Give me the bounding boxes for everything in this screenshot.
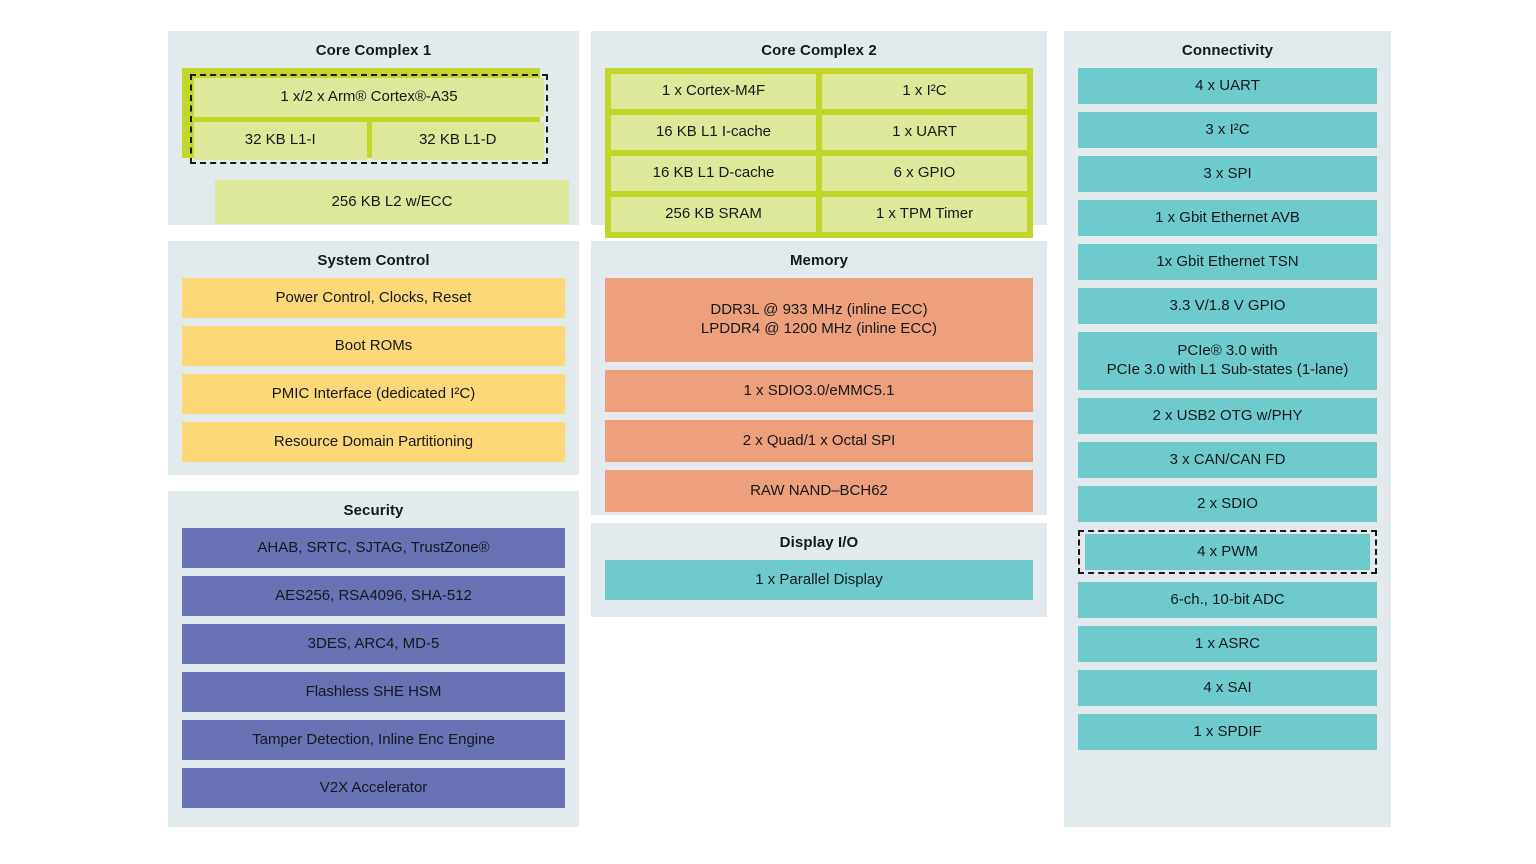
connectivity-list: 4 x UART 3 x I²C 3 x SPI 1 x Gbit Ethern… <box>1064 68 1391 763</box>
block-aes256-rsa4096-sha512[interactable]: AES256, RSA4096, SHA-512 <box>182 576 565 616</box>
core-complex-2-green-frame: 1 x Cortex-M4F 16 KB L1 I-cache 16 KB L1… <box>605 68 1033 238</box>
panel-display-io: Display I/O 1 x Parallel Display <box>591 523 1047 617</box>
cpu-cluster-group: 1 x/2 x Arm® Cortex®-A35 32 KB L1-I 32 K… <box>182 68 565 166</box>
block-sdio[interactable]: 2 x SDIO <box>1078 486 1377 522</box>
security-list: AHAB, SRTC, SJTAG, TrustZone® AES256, RS… <box>168 528 579 821</box>
block-resource-domain-partitioning[interactable]: Resource Domain Partitioning <box>182 422 565 462</box>
block-boot-roms[interactable]: Boot ROMs <box>182 326 565 366</box>
block-power-control-clocks-reset[interactable]: Power Control, Clocks, Reset <box>182 278 565 318</box>
panel-security: Security AHAB, SRTC, SJTAG, TrustZone® A… <box>168 491 579 827</box>
memory-list: DDR3L @ 933 MHz (inline ECC) LPDDR4 @ 12… <box>591 278 1047 525</box>
block-pwm[interactable]: 4 x PWM <box>1085 534 1370 570</box>
block-asrc[interactable]: 1 x ASRC <box>1078 626 1377 662</box>
panel-title-connectivity: Connectivity <box>1181 42 1274 59</box>
block-tamper-detection-inline-enc-engine[interactable]: Tamper Detection, Inline Enc Engine <box>182 720 565 760</box>
cpu-cluster-dashed-highlight <box>190 74 548 164</box>
block-quad-octal-spi[interactable]: 2 x Quad/1 x Octal SPI <box>605 420 1033 462</box>
display-io-list: 1 x Parallel Display <box>591 560 1047 613</box>
block-raw-nand[interactable]: RAW NAND–BCH62 <box>605 470 1033 512</box>
panel-body-core-complex-2: 1 x Cortex-M4F 16 KB L1 I-cache 16 KB L1… <box>591 68 1047 251</box>
block-gbit-ethernet-tsn[interactable]: 1x Gbit Ethernet TSN <box>1078 244 1377 280</box>
pwm-dashed-highlight: 4 x PWM <box>1078 530 1377 574</box>
panel-title-system-control: System Control <box>317 252 430 269</box>
block-flashless-she-hsm[interactable]: Flashless SHE HSM <box>182 672 565 712</box>
core-complex-2-left-column: 1 x Cortex-M4F 16 KB L1 I-cache 16 KB L1… <box>611 74 816 232</box>
block-uart[interactable]: 4 x UART <box>1078 68 1377 104</box>
block-l1-instruction-cache[interactable]: 32 KB L1-I <box>194 121 367 160</box>
block-gbit-ethernet-avb[interactable]: 1 x Gbit Ethernet AVB <box>1078 200 1377 236</box>
block-i2c[interactable]: 3 x I²C <box>1078 112 1377 148</box>
panel-connectivity: Connectivity 4 x UART 3 x I²C 3 x SPI 1 … <box>1064 31 1391 827</box>
block-gpio-voltage[interactable]: 3.3 V/1.8 V GPIO <box>1078 288 1377 324</box>
block-ddr-memory[interactable]: DDR3L @ 933 MHz (inline ECC) LPDDR4 @ 12… <box>605 278 1033 362</box>
block-m4-l1-icache[interactable]: 16 KB L1 I-cache <box>611 115 816 150</box>
panel-core-complex-1: Core Complex 1 1 x/2 x Arm® Cortex®-A35 … <box>168 31 579 225</box>
block-v2x-accelerator[interactable]: V2X Accelerator <box>182 768 565 808</box>
panel-core-complex-2: Core Complex 2 1 x Cortex-M4F 16 KB L1 I… <box>591 31 1047 238</box>
block-m4-sram[interactable]: 256 KB SRAM <box>611 197 816 232</box>
block-can-canfd[interactable]: 3 x CAN/CAN FD <box>1078 442 1377 478</box>
block-pmic-interface[interactable]: PMIC Interface (dedicated I²C) <box>182 374 565 414</box>
block-m4-gpio[interactable]: 6 x GPIO <box>822 156 1027 191</box>
block-usb2-otg[interactable]: 2 x USB2 OTG w/PHY <box>1078 398 1377 434</box>
block-m4-tpm-timer[interactable]: 1 x TPM Timer <box>822 197 1027 232</box>
block-ahab-srtc-sjtag-trustzone[interactable]: AHAB, SRTC, SJTAG, TrustZone® <box>182 528 565 568</box>
panel-title-core-complex-2: Core Complex 2 <box>761 42 877 59</box>
block-cortex-a35[interactable]: 1 x/2 x Arm® Cortex®-A35 <box>194 78 544 117</box>
block-m4-l1-dcache[interactable]: 16 KB L1 D-cache <box>611 156 816 191</box>
l1-cache-row: 32 KB L1-I 32 KB L1-D <box>194 121 544 160</box>
block-m4-uart[interactable]: 1 x UART <box>822 115 1027 150</box>
block-l2-cache[interactable]: 256 KB L2 w/ECC <box>215 180 569 224</box>
panel-body-core-complex-1: 1 x/2 x Arm® Cortex®-A35 32 KB L1-I 32 K… <box>168 68 579 237</box>
block-3des-arc4-md5[interactable]: 3DES, ARC4, MD-5 <box>182 624 565 664</box>
block-sai[interactable]: 4 x SAI <box>1078 670 1377 706</box>
core-complex-2-right-column: 1 x I²C 1 x UART 6 x GPIO 1 x TPM Timer <box>822 74 1027 232</box>
block-cortex-m4f[interactable]: 1 x Cortex-M4F <box>611 74 816 109</box>
block-m4-i2c[interactable]: 1 x I²C <box>822 74 1027 109</box>
block-l1-data-cache[interactable]: 32 KB L1-D <box>371 121 544 160</box>
block-pcie[interactable]: PCIe® 3.0 with PCIe 3.0 with L1 Sub-stat… <box>1078 332 1377 390</box>
panel-title-core-complex-1: Core Complex 1 <box>315 42 432 59</box>
block-spi[interactable]: 3 x SPI <box>1078 156 1377 192</box>
block-parallel-display[interactable]: 1 x Parallel Display <box>605 560 1033 600</box>
panel-title-memory: Memory <box>789 252 849 269</box>
block-sdio-emmc[interactable]: 1 x SDIO3.0/eMMC5.1 <box>605 370 1033 412</box>
system-control-list: Power Control, Clocks, Reset Boot ROMs P… <box>168 278 579 475</box>
cpu-cluster-inner: 1 x/2 x Arm® Cortex®-A35 32 KB L1-I 32 K… <box>194 78 544 160</box>
panel-memory: Memory DDR3L @ 933 MHz (inline ECC) LPDD… <box>591 241 1047 515</box>
panel-title-security: Security <box>343 502 404 519</box>
panel-title-display-io: Display I/O <box>779 534 859 551</box>
panel-system-control: System Control Power Control, Clocks, Re… <box>168 241 579 475</box>
block-spdif[interactable]: 1 x SPDIF <box>1078 714 1377 750</box>
block-adc[interactable]: 6-ch., 10-bit ADC <box>1078 582 1377 618</box>
